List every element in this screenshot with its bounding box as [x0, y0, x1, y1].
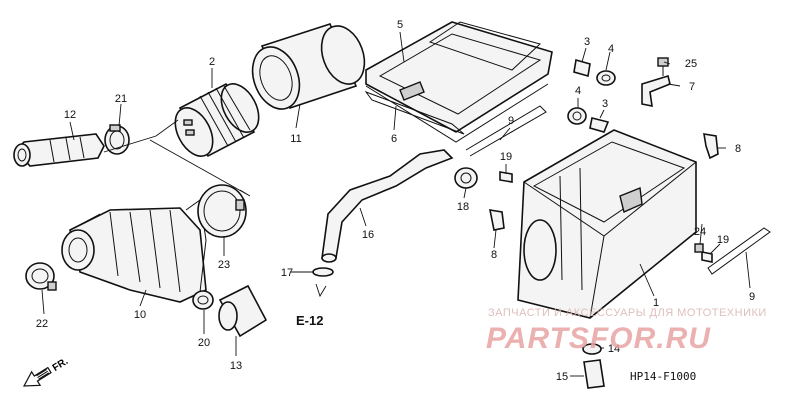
watermark-brand-part1: PARTS [486, 322, 590, 355]
part-clamp-20 [192, 290, 214, 310]
watermark-tagline: ЗАПЧАСТИ И АКСЕССУАРЫ ДЛЯ МОТОТЕХНИКИ [488, 307, 767, 319]
part-intake-duct [13, 133, 105, 167]
part-grommet-18 [454, 167, 478, 189]
part-grommet-4b [567, 107, 587, 125]
part-clip-14 [582, 343, 602, 355]
part-screw-19a [499, 171, 513, 183]
callout-25: 25 [685, 58, 697, 70]
part-bolt-25 [657, 57, 669, 76]
callout-19b: 19 [717, 234, 729, 246]
callout-16: 16 [362, 229, 374, 241]
part-band-23 [197, 184, 247, 238]
callout-labels: 1 2 3 3 4 4 5 6 7 8 8 9 9 10 11 12 13 14… [36, 19, 755, 383]
part-clip-17 [312, 267, 334, 298]
watermark-brand-part2: FOR.RU [590, 322, 711, 355]
callout-14: 14 [608, 343, 620, 355]
callout-21: 21 [115, 93, 127, 105]
part-clip-8b [488, 209, 505, 231]
callout-2: 2 [209, 56, 215, 68]
part-clip-8a [703, 133, 719, 160]
part-cover [365, 21, 553, 143]
leader-lines [41, 31, 751, 377]
watermark-brand: PARTSFOR.RU [486, 322, 711, 355]
direction-label: FR. [51, 356, 71, 374]
part-breather-hose [321, 149, 454, 263]
callout-7: 7 [689, 81, 695, 93]
callout-4a: 4 [608, 43, 614, 55]
part-drain-tube [218, 284, 268, 338]
callout-3b: 3 [602, 98, 608, 110]
part-band-9b [707, 227, 771, 275]
part-gasket-6 [364, 90, 465, 135]
part-drain-plug-15 [583, 359, 605, 389]
callout-9a: 9 [508, 115, 514, 127]
callout-18: 18 [457, 201, 469, 213]
part-grommet-4a [596, 70, 616, 86]
part-inlet-housing [61, 199, 207, 303]
part-joint-3a [573, 58, 591, 78]
watermark: ЗАПЧАСТИ И АКСЕССУАРЫ ДЛЯ МОТОТЕХНИКИ PA… [486, 307, 767, 355]
callout-20: 20 [198, 337, 210, 349]
part-screw-19b [701, 251, 713, 263]
part-filter-element [174, 82, 260, 158]
callout-5: 5 [397, 19, 403, 31]
callout-15: 15 [556, 371, 568, 383]
callout-8b: 8 [491, 249, 497, 261]
callout-4b: 4 [575, 85, 581, 97]
arrow-icon [22, 366, 52, 387]
part-clamp-22 [25, 262, 57, 291]
part-joint-3b [589, 117, 610, 133]
part-case [517, 129, 697, 319]
callout-9b: 9 [749, 291, 755, 303]
part-screw-24 [694, 243, 704, 253]
callout-8a: 8 [735, 143, 741, 155]
reference-label: E-12 [296, 313, 323, 328]
callout-12: 12 [64, 109, 76, 121]
part-outer-filter [251, 23, 366, 110]
callout-23: 23 [218, 259, 230, 271]
callout-1: 1 [653, 297, 659, 309]
part-stay-7 [641, 74, 671, 108]
diagram-code: HP14-F1000 [630, 370, 696, 383]
callout-24: 24 [694, 226, 706, 238]
callout-13: 13 [230, 360, 242, 372]
part-clamp-21 [104, 124, 130, 155]
callout-6: 6 [391, 133, 397, 145]
callout-17: 17 [281, 267, 293, 279]
front-direction-indicator: FR. [22, 356, 71, 387]
callout-19a: 19 [500, 151, 512, 163]
callout-22: 22 [36, 318, 48, 330]
callout-10: 10 [134, 309, 146, 321]
part-band-9a [465, 105, 547, 157]
callout-11: 11 [290, 133, 301, 145]
callout-3a: 3 [584, 36, 590, 48]
